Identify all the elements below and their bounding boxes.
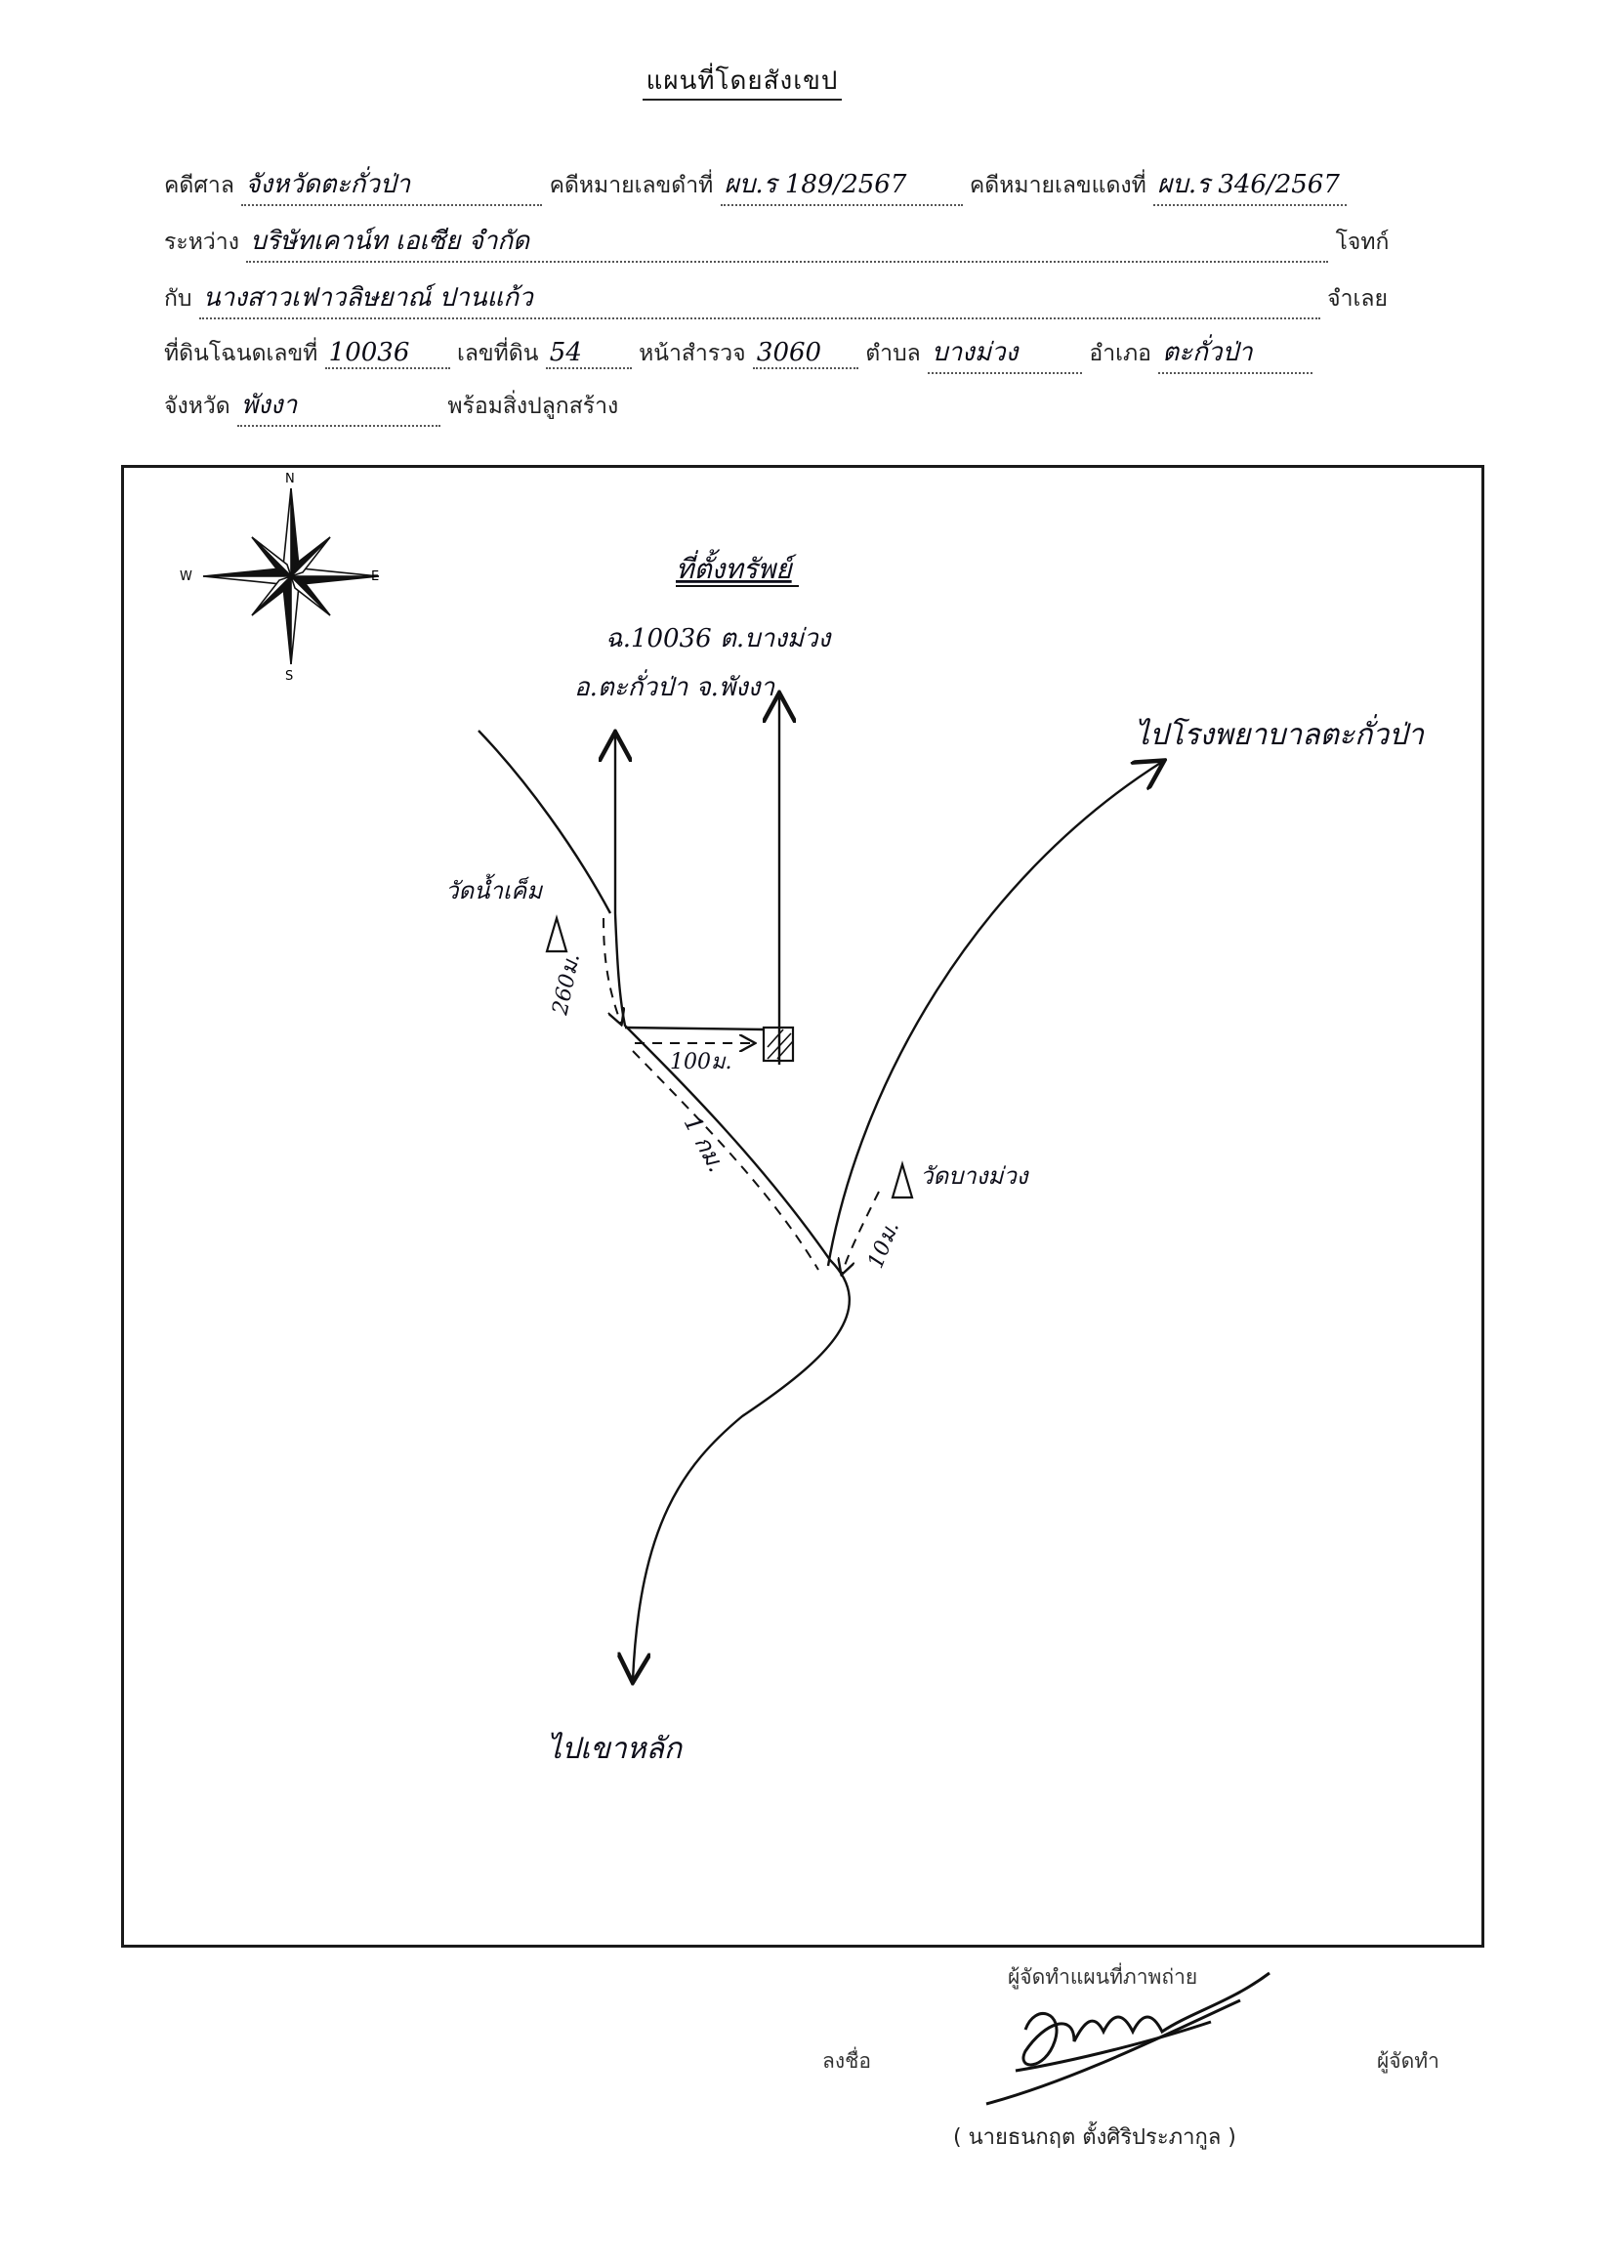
with-label: กับ <box>164 286 192 312</box>
temple-1-label: วัดน้ำเค็ม <box>445 873 543 904</box>
defendant-value: นางสาวเฟาวลิษยาณ์ ปานแก้ว <box>198 277 1320 319</box>
subdistrict-value: บางม่วง <box>928 332 1083 374</box>
deed-label-line1: ฉ.10036 ต.บางม่วง <box>605 624 833 653</box>
map-frame <box>121 465 1484 1948</box>
temple-2-label: วัดบางม่วง <box>920 1162 1030 1190</box>
property-parcel <box>762 1026 795 1063</box>
compass-west-label: W <box>180 569 192 584</box>
court-label: คดีศาล <box>164 173 234 198</box>
distance-routes <box>603 917 880 1274</box>
deed-value: 10036 <box>324 338 450 369</box>
land-no-label: เลขที่ดิน <box>456 341 539 366</box>
sign-label: ลงชื่อ <box>822 2049 871 2073</box>
court-value: จังหวัดตะกั่วป่า <box>241 164 543 206</box>
black-case-label: คดีหมายเลขดำที่ <box>549 173 714 198</box>
road-to-hospital <box>826 762 1162 1267</box>
title-text: แผนที่โดยสังเขป <box>642 66 843 101</box>
survey-page-label: หน้าสำรวจ <box>639 341 746 366</box>
plaintiff-role: โจทก์ <box>1335 230 1390 255</box>
compass-rose-icon: N S E W <box>180 472 379 684</box>
temple-icon-2 <box>891 1160 914 1199</box>
compass-south-label: S <box>285 669 293 684</box>
court-row: คดีศาล จังหวัดตะกั่วป่า คดีหมายเลขดำที่ … <box>164 164 1348 206</box>
defendant-row: กับ นางสาวเฟาวลิษยาณ์ ปานแก้ว จำเลย <box>164 277 1388 319</box>
survey-page-value: 3060 <box>752 338 858 369</box>
deed-label-line2: อ.ตะกั่วป่า จ.พังงา <box>574 669 775 702</box>
prepared-by-label: ผู้จัดทำแผนที่ภาพถ่าย <box>1008 1965 1198 1989</box>
black-case-value: ผบ.ร 189/2567 <box>720 164 963 206</box>
defendant-role: จำเลย <box>1327 286 1388 312</box>
road-diagonal-northwest <box>478 730 612 914</box>
signature-scribble <box>985 1971 1270 2106</box>
preparer-name: ( นายธนกฤต ตั้งศิริประภากูล ) <box>953 2125 1236 2150</box>
province-row: จังหวัด พังงา พร้อมสิ่งปลูกสร้าง <box>164 385 618 427</box>
with-buildings-label: พร้อมสิ่งปลูกสร้าง <box>447 394 619 419</box>
distance-260m: 260ม. <box>548 951 585 1018</box>
plaintiff-value: บริษัทเคาน์ท เอเซีย จำกัด <box>246 221 1329 263</box>
compass-north-label: N <box>285 472 295 486</box>
soi-to-property <box>624 1026 765 1031</box>
red-case-value: ผบ.ร 346/2567 <box>1153 164 1348 206</box>
map-heading: ที่ตั้งทรัพย์ <box>676 549 798 585</box>
district-label: อำเภอ <box>1089 341 1151 366</box>
temple-icon-1 <box>545 914 568 953</box>
roads <box>478 695 1162 1680</box>
between-label: ระหว่าง <box>164 230 239 255</box>
preparer-role-label: ผู้จัดทำ <box>1377 2049 1439 2073</box>
plaintiff-row: ระหว่าง บริษัทเคาน์ท เอเซีย จำกัด โจทก์ <box>164 221 1389 263</box>
deed-label: ที่ดินโฉนดเลขที่ <box>164 341 318 366</box>
to-hospital-label: ไปโรงพยาบาลตะกั่วป่า <box>1135 714 1425 752</box>
to-khao-lak-label: ไปเขาหลัก <box>547 1732 684 1766</box>
compass-east-label: E <box>371 569 379 584</box>
deed-row: ที่ดินโฉนดเลขที่ 10036 เลขที่ดิน 54 หน้า… <box>164 332 1313 374</box>
district-value: ตะกั่วป่า <box>1158 332 1313 374</box>
red-case-label: คดีหมายเลขแดงที่ <box>969 173 1146 198</box>
distance-100m: 100ม. <box>670 1050 732 1074</box>
land-no-value: 54 <box>545 338 632 369</box>
subdistrict-label: ตำบล <box>865 341 921 366</box>
province-value: พังงา <box>237 385 441 427</box>
distance-10m: 10ม. <box>863 1218 904 1272</box>
document-title: แผนที่โดยสังเขป <box>0 61 1484 101</box>
province-label: จังหวัด <box>164 394 230 419</box>
